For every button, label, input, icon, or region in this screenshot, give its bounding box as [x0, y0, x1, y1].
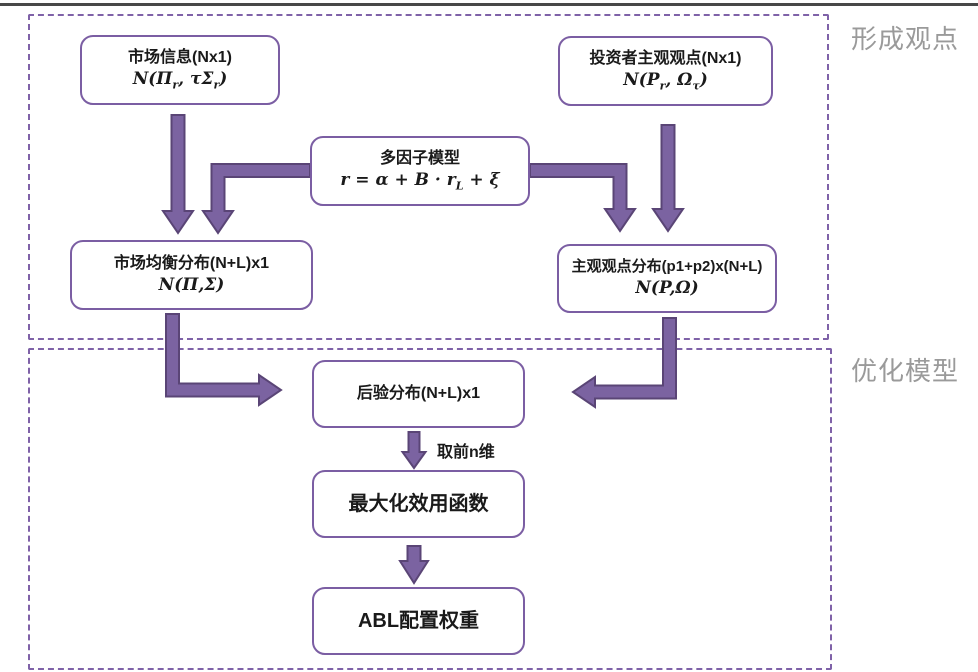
node-posterior-title: 后验分布(N+L)x1: [356, 385, 481, 402]
node-equilibrium-distribution: 市场均衡分布(N+L)x1 N(Π,Σ): [70, 240, 313, 310]
region-optimization: [28, 348, 832, 670]
annotation-take-first-n-dims: 取前n维: [437, 444, 495, 461]
node-equilibrium-title: 市场均衡分布(N+L)x1: [113, 254, 270, 272]
node-subjective-distribution: 主观观点分布(p1+p2)x(N+L) N(P,Ω): [557, 244, 777, 313]
arrow-factor-model-to-equilibrium: [201, 163, 311, 235]
arrow-investor-views-to-subjective-dist: [651, 124, 685, 233]
node-max-utility-title: 最大化效用函数: [348, 492, 489, 515]
arrow-subjective-dist-to-posterior: [571, 317, 677, 409]
node-abl-weights-title: ABL配置权重: [357, 609, 480, 632]
arrow-posterior-to-max-utility: [400, 431, 428, 470]
node-max-utility: 最大化效用函数: [312, 470, 525, 538]
node-subjective-dist-formula: N(P,Ω): [635, 277, 699, 298]
node-equilibrium-formula: N(Π,Σ): [158, 274, 225, 295]
node-market-info-formula: N(Πr, τΣr): [132, 68, 228, 92]
node-market-info-title: 市场信息(Nx1): [127, 48, 232, 66]
node-factor-model-title: 多因子模型: [379, 149, 460, 167]
arrow-equilibrium-to-posterior: [165, 313, 283, 407]
section-label-optimization: 优化模型: [851, 356, 960, 386]
region-view-formation: [28, 14, 829, 340]
section-label-view-formation: 形成观点: [851, 24, 960, 54]
node-abl-weights: ABL配置权重: [312, 587, 525, 655]
arrow-factor-model-to-subjective-dist: [529, 163, 637, 233]
top-divider-line: [0, 3, 978, 6]
arrow-max-utility-to-abl-weights: [398, 545, 430, 585]
node-subjective-dist-title: 主观观点分布(p1+p2)x(N+L): [571, 258, 763, 275]
node-investor-views-title: 投资者主观观点(Nx1): [589, 49, 742, 67]
node-factor-model: 多因子模型 r = α + B · rL + ξ: [310, 136, 530, 206]
node-market-info: 市场信息(Nx1) N(Πr, τΣr): [80, 35, 280, 105]
node-investor-views: 投资者主观观点(Nx1) N(Pr, Ωτ): [558, 36, 773, 106]
node-investor-views-formula: N(Pr, Ωτ): [623, 69, 708, 93]
node-posterior-distribution: 后验分布(N+L)x1: [312, 360, 525, 428]
node-factor-model-formula: r = α + B · rL + ξ: [340, 169, 500, 193]
arrow-market-info-to-equilibrium: [161, 114, 195, 235]
